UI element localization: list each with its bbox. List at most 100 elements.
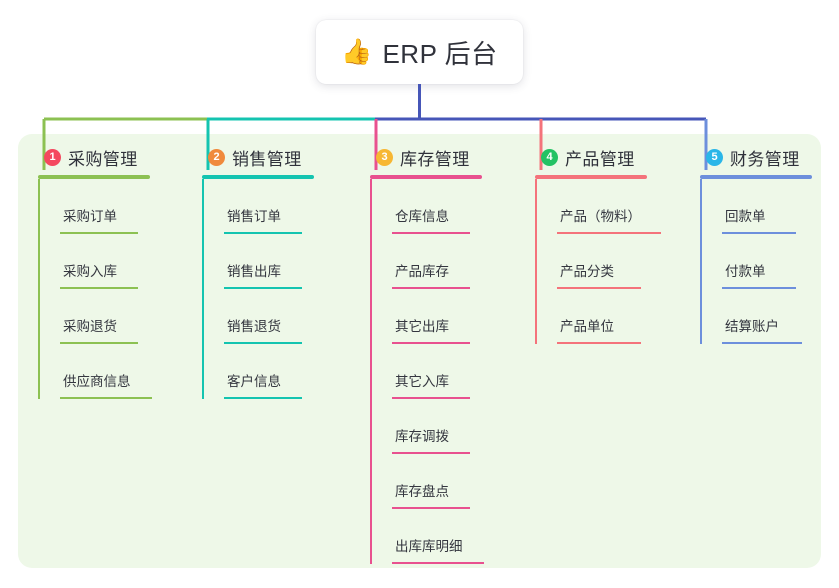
- list-item-label: 采购退货: [63, 319, 117, 334]
- list-item-label: 库存调拨: [395, 429, 449, 444]
- list-item-label: 产品单位: [560, 319, 614, 334]
- column-header-rule-3: [370, 175, 482, 179]
- list-item-label: 产品分类: [560, 264, 614, 279]
- list-item[interactable]: 库存调拨: [370, 399, 482, 454]
- column-items-1: 采购订单采购入库采购退货供应商信息: [38, 179, 152, 399]
- list-item[interactable]: 出库库明细: [370, 509, 484, 564]
- list-item-rule: [392, 452, 470, 454]
- list-item-rule: [392, 342, 470, 344]
- list-item[interactable]: 回款单: [700, 179, 812, 234]
- column-2: 2 销售管理销售订单销售出库销售退货客户信息: [202, 144, 314, 399]
- list-item-label: 其它入库: [395, 374, 449, 389]
- column-items-4: 产品（物料） 产品分类产品单位: [535, 179, 661, 344]
- list-item-rule: [557, 342, 641, 344]
- list-item-label: 付款单: [725, 264, 766, 279]
- column-header-5[interactable]: 5 财务管理: [700, 144, 812, 170]
- list-item-rule: [392, 232, 470, 234]
- column-3: 3 库存管理仓库信息产品库存其它出库其它入库库存调拨库存盘点出库库明细: [370, 144, 484, 564]
- list-item[interactable]: 供应商信息: [38, 344, 152, 399]
- column-header-rule-1: [38, 175, 150, 179]
- list-item[interactable]: 销售订单: [202, 179, 314, 234]
- column-title-1: 采购管理: [68, 149, 138, 169]
- list-item-label: 其它出库: [395, 319, 449, 334]
- column-1: 1 采购管理采购订单采购入库采购退货供应商信息: [38, 144, 152, 399]
- column-spine-2: [202, 179, 204, 399]
- list-item-rule: [557, 287, 641, 289]
- list-item-rule: [722, 342, 802, 344]
- list-item-rule: [392, 287, 470, 289]
- list-item[interactable]: 其它出库: [370, 289, 482, 344]
- list-item-label: 采购入库: [63, 264, 117, 279]
- column-badge-2: 2: [208, 148, 225, 166]
- column-header-rule-5: [700, 175, 812, 179]
- column-badge-3: 3: [376, 148, 393, 166]
- list-item[interactable]: 采购退货: [38, 289, 150, 344]
- column-title-5: 财务管理: [730, 149, 800, 169]
- list-item-rule: [60, 342, 138, 344]
- column-spine-5: [700, 179, 702, 344]
- list-item-label: 仓库信息: [395, 209, 449, 224]
- list-item-rule: [722, 232, 796, 234]
- list-item-label: 销售退货: [227, 319, 281, 334]
- column-title-4: 产品管理: [565, 149, 635, 169]
- list-item-label: 产品（物料）: [560, 209, 641, 224]
- list-item-rule: [722, 287, 796, 289]
- list-item[interactable]: 结算账户: [700, 289, 812, 344]
- column-header-2[interactable]: 2 销售管理: [202, 144, 314, 170]
- list-item-rule: [224, 287, 302, 289]
- list-item-label: 采购订单: [63, 209, 117, 224]
- column-spine-1: [38, 179, 40, 399]
- diagram-canvas: [18, 134, 821, 568]
- column-items-5: 回款单付款单结算账户: [700, 179, 812, 344]
- list-item-label: 供应商信息: [63, 374, 131, 389]
- list-item[interactable]: 客户信息: [202, 344, 314, 399]
- list-item[interactable]: 其它入库: [370, 344, 482, 399]
- list-item-rule: [392, 562, 484, 564]
- list-item-label: 出库库明细: [395, 539, 463, 554]
- list-item-rule: [60, 232, 138, 234]
- list-item-label: 结算账户: [725, 319, 779, 334]
- list-item-label: 销售订单: [227, 209, 281, 224]
- list-item-rule: [392, 397, 470, 399]
- column-badge-5: 5: [706, 148, 723, 166]
- list-item[interactable]: 仓库信息: [370, 179, 482, 234]
- column-badge-1: 1: [44, 148, 61, 166]
- column-spine-3: [370, 179, 372, 564]
- column-5: 5 财务管理回款单付款单结算账户: [700, 144, 812, 344]
- column-title-2: 销售管理: [232, 149, 302, 169]
- list-item[interactable]: 产品分类: [535, 234, 647, 289]
- thumbs-up-icon: 👍: [341, 37, 373, 66]
- column-badge-4: 4: [541, 148, 558, 166]
- column-header-3[interactable]: 3 库存管理: [370, 144, 482, 170]
- list-item[interactable]: 付款单: [700, 234, 812, 289]
- list-item[interactable]: 库存盘点: [370, 454, 482, 509]
- list-item-rule: [557, 232, 661, 234]
- column-spine-4: [535, 179, 537, 344]
- list-item-label: 客户信息: [227, 374, 281, 389]
- list-item-rule: [224, 342, 302, 344]
- list-item-label: 产品库存: [395, 264, 449, 279]
- list-item[interactable]: 产品（物料）: [535, 179, 661, 234]
- column-header-rule-4: [535, 175, 647, 179]
- root-title: ERP 后台: [382, 38, 498, 69]
- list-item-rule: [392, 507, 470, 509]
- column-items-2: 销售订单销售出库销售退货客户信息: [202, 179, 314, 399]
- list-item[interactable]: 销售退货: [202, 289, 314, 344]
- column-items-3: 仓库信息产品库存其它出库其它入库库存调拨库存盘点出库库明细: [370, 179, 484, 564]
- list-item-rule: [224, 232, 302, 234]
- list-item-rule: [60, 397, 152, 399]
- list-item[interactable]: 采购订单: [38, 179, 150, 234]
- list-item-rule: [224, 397, 302, 399]
- column-title-3: 库存管理: [400, 149, 470, 169]
- column-header-4[interactable]: 4 产品管理: [535, 144, 647, 170]
- root-node[interactable]: 👍 ERP 后台: [316, 20, 523, 84]
- list-item[interactable]: 产品库存: [370, 234, 482, 289]
- list-item-label: 销售出库: [227, 264, 281, 279]
- column-header-1[interactable]: 1 采购管理: [38, 144, 150, 170]
- list-item-label: 回款单: [725, 209, 766, 224]
- list-item[interactable]: 采购入库: [38, 234, 150, 289]
- list-item-rule: [60, 287, 138, 289]
- list-item[interactable]: 产品单位: [535, 289, 647, 344]
- list-item[interactable]: 销售出库: [202, 234, 314, 289]
- column-4: 4 产品管理产品（物料） 产品分类产品单位: [535, 144, 661, 344]
